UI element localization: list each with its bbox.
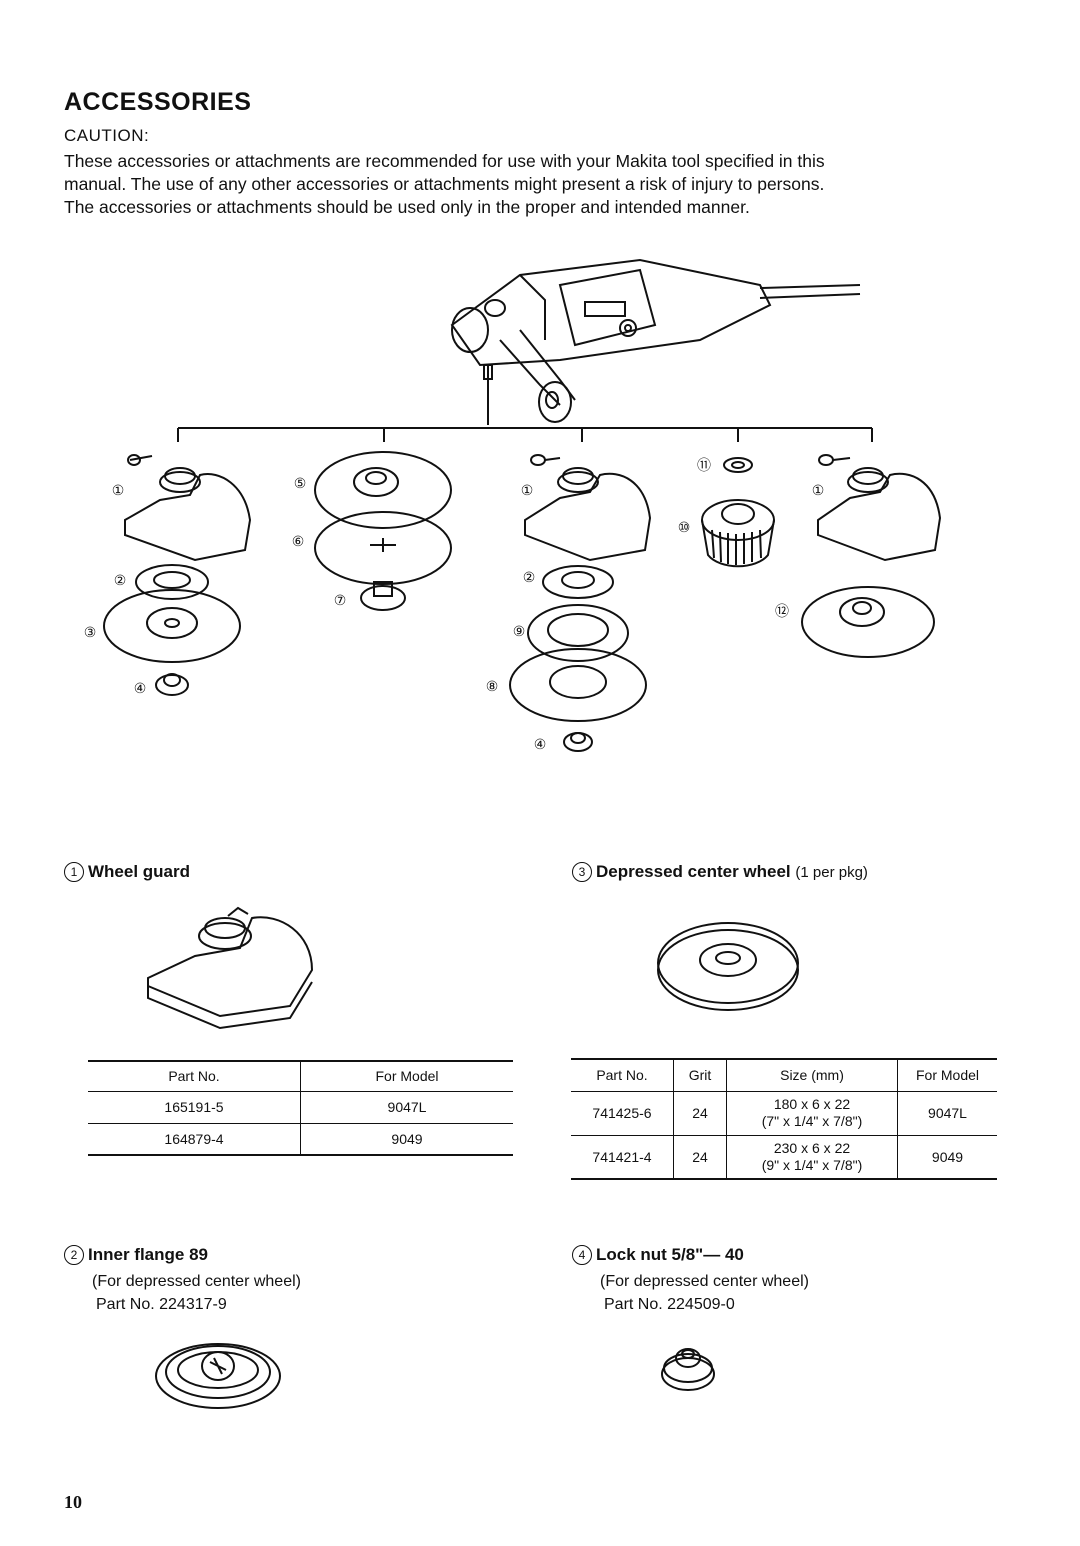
caution-label: CAUTION: — [64, 126, 150, 145]
part-number: 741421-4 — [571, 1135, 674, 1179]
inner-flange-illustration — [155, 1343, 281, 1409]
size-inch: (7" x 1/4" x 7/8") — [761, 1113, 863, 1129]
depressed-wheel-title: Depressed center wheel — [596, 862, 791, 881]
depressed-wheel-table: Part No. Grit Size (mm) For Model 741425… — [571, 1058, 997, 1180]
column-5-parts — [801, 454, 942, 658]
table-row: 165191-5 9047L — [88, 1091, 513, 1123]
callout-label: ⑧ — [486, 678, 499, 694]
model: 9049 — [931, 1148, 964, 1165]
item-number: 4 — [572, 1245, 592, 1265]
grinder-illustration — [450, 258, 861, 425]
callout-label: ③ — [84, 624, 97, 640]
table-row: 741425-6 24 180 x 6 x 22 (7" x 1/4" x 7/… — [571, 1091, 997, 1135]
column-4-parts — [701, 457, 775, 568]
inner-flange-part: Part No. 224317-9 — [96, 1296, 227, 1313]
callout-label: ① — [521, 482, 534, 498]
table-row: 741421-4 24 230 x 6 x 22 (9" x 1/4" x 7/… — [571, 1135, 997, 1179]
lock-nut-illustration — [661, 1348, 715, 1391]
callout-label: ① — [812, 482, 825, 498]
column-2-parts — [314, 451, 452, 611]
column-header: For Model — [915, 1067, 980, 1084]
depressed-wheel-illustration — [657, 922, 799, 1011]
part-number: 164879-4 — [88, 1123, 301, 1155]
column-header: Part No. — [88, 1061, 301, 1091]
size-mm: 180 x 6 x 22 — [773, 1096, 851, 1112]
wheel-guard-title: Wheel guard — [88, 862, 191, 881]
callout-label: ⑨ — [513, 623, 526, 639]
column-header: Grit — [673, 1059, 727, 1091]
callout-label: ⑫ — [775, 603, 789, 619]
model: 9047L — [387, 1099, 427, 1115]
model: 9047L — [928, 1105, 967, 1121]
item-number: 2 — [64, 1245, 84, 1265]
model: 9049 — [391, 1130, 423, 1147]
item-number: 3 — [572, 862, 592, 882]
part-number: 165191-5 — [88, 1091, 301, 1123]
item-number: 1 — [64, 862, 84, 882]
lock-nut-part: Part No. 224509-0 — [604, 1296, 735, 1313]
callout-label: ② — [523, 569, 536, 585]
callout-label: ⑩ — [678, 519, 691, 535]
wheel-guard-table: Part No. For Model 165191-5 9047L 164879… — [88, 1060, 513, 1156]
column-3-parts — [509, 454, 652, 752]
grit: 24 — [673, 1091, 727, 1135]
inner-flange-note: (For depressed center wheel) — [92, 1273, 301, 1290]
page-number: 10 — [64, 1492, 82, 1512]
callout-label: ⑦ — [334, 592, 347, 608]
callout-label: ⑪ — [697, 457, 711, 473]
callout-label: ④ — [534, 736, 547, 752]
size-cell: 180 x 6 x 22 (7" x 1/4" x 7/8") — [726, 1091, 898, 1135]
intro-text: These accessories or attachments are rec… — [64, 150, 1004, 219]
part-number: 741425-6 — [571, 1091, 674, 1135]
callout-label: ① — [112, 482, 125, 498]
intro-line: manual. The use of any other accessories… — [64, 174, 825, 194]
column-header: Part No. — [571, 1059, 674, 1091]
grit: 24 — [673, 1135, 727, 1179]
table-row: 164879-4 9049 — [88, 1123, 513, 1155]
lock-nut-note: (For depressed center wheel) — [600, 1273, 809, 1290]
page-title: ACCESSORIES — [64, 88, 252, 116]
callout-label: ⑥ — [292, 533, 305, 549]
column-1-parts — [103, 454, 252, 696]
size-inch: (9" x 1/4" x 7/8") — [761, 1156, 863, 1173]
column-header: Size (mm) — [726, 1059, 898, 1091]
intro-line: The accessories or attachments should be… — [64, 197, 750, 217]
lock-nut-title: Lock nut 5/8"— 40 — [596, 1245, 744, 1264]
accessories-diagram: ① ⑤ ⑥ ② ③ ④ ⑦ ① ⑪ ⑩ ① ② ⑨ ⑧ ④ ⑫ — [84, 258, 942, 752]
callout-label: ④ — [134, 680, 147, 696]
inner-flange-title: Inner flange 89 — [88, 1245, 208, 1264]
callout-label: ② — [114, 572, 127, 588]
size-cell: 230 x 6 x 22 (9" x 1/4" x 7/8") — [726, 1135, 898, 1179]
wheel-guard-illustration — [147, 906, 314, 1030]
intro-line: These accessories or attachments are rec… — [64, 151, 825, 171]
column-header: For Model — [375, 1068, 439, 1085]
depressed-wheel-subtitle: (1 per pkg) — [795, 864, 868, 881]
callout-label: ⑤ — [294, 475, 307, 491]
size-mm: 230 x 6 x 22 — [773, 1139, 851, 1156]
